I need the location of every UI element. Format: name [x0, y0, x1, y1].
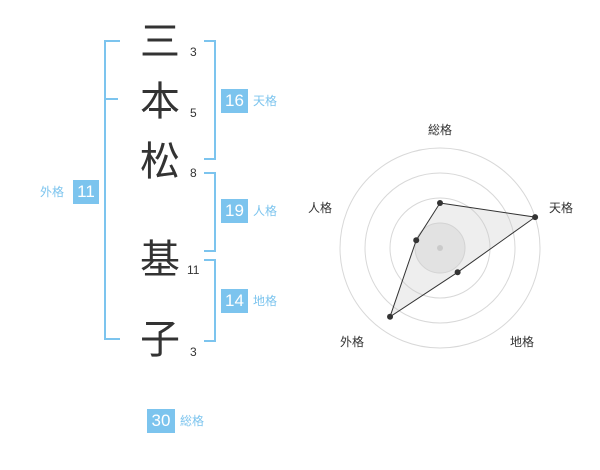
jinkaku-value: 19 [221, 199, 248, 223]
soukaku-value: 30 [147, 409, 175, 433]
gaikaku-connector-top [104, 98, 118, 100]
tenkaku-label: 天格 [253, 94, 278, 108]
radar-ring [364, 172, 516, 324]
stroke-count-3: 8 [190, 166, 197, 180]
chikaku-bracket [204, 259, 216, 342]
jinkaku-label: 人格 [253, 204, 278, 218]
gaikaku-value: 11 [73, 180, 99, 204]
radar-ring [389, 197, 491, 299]
gaikaku-label: 外格 [40, 185, 65, 199]
radar-label-chikaku: 地格 [510, 335, 535, 349]
name-char-2: 本 [140, 79, 180, 125]
radar-point-gaikaku [387, 313, 394, 320]
radar-label-tenkaku: 天格 [549, 201, 574, 215]
stroke-count-1: 3 [190, 45, 197, 59]
jinkaku-bracket [204, 172, 216, 252]
chikaku-value: 14 [221, 289, 248, 313]
name-char-5: 子 [140, 317, 180, 363]
radar-label-jinkaku: 人格 [308, 201, 333, 215]
radar-polygon [389, 202, 537, 319]
name-char-3: 松 [140, 139, 180, 185]
chikaku-label: 地格 [253, 294, 278, 308]
soukaku-label: 総格 [180, 414, 205, 428]
stroke-count-4: 11 [187, 263, 200, 277]
radar-point-soukaku [437, 200, 443, 206]
radar-point-chikaku [454, 269, 461, 276]
name-char-4: 基 [140, 237, 180, 283]
radar-label-soukaku: 総格 [428, 123, 453, 137]
name-char-1: 三 [140, 19, 180, 65]
radar-center [437, 245, 443, 251]
radar-point-jinkaku [413, 237, 420, 244]
stroke-count-2: 5 [190, 106, 197, 120]
gaikaku-bracket [104, 40, 120, 340]
radar-point-tenkaku [532, 214, 539, 221]
tenkaku-value: 16 [221, 89, 248, 113]
tenkaku-bracket [204, 40, 216, 160]
radar-label-gaikaku: 外格 [340, 335, 365, 349]
radar-ring [339, 147, 541, 349]
stroke-count-5: 3 [190, 345, 197, 359]
